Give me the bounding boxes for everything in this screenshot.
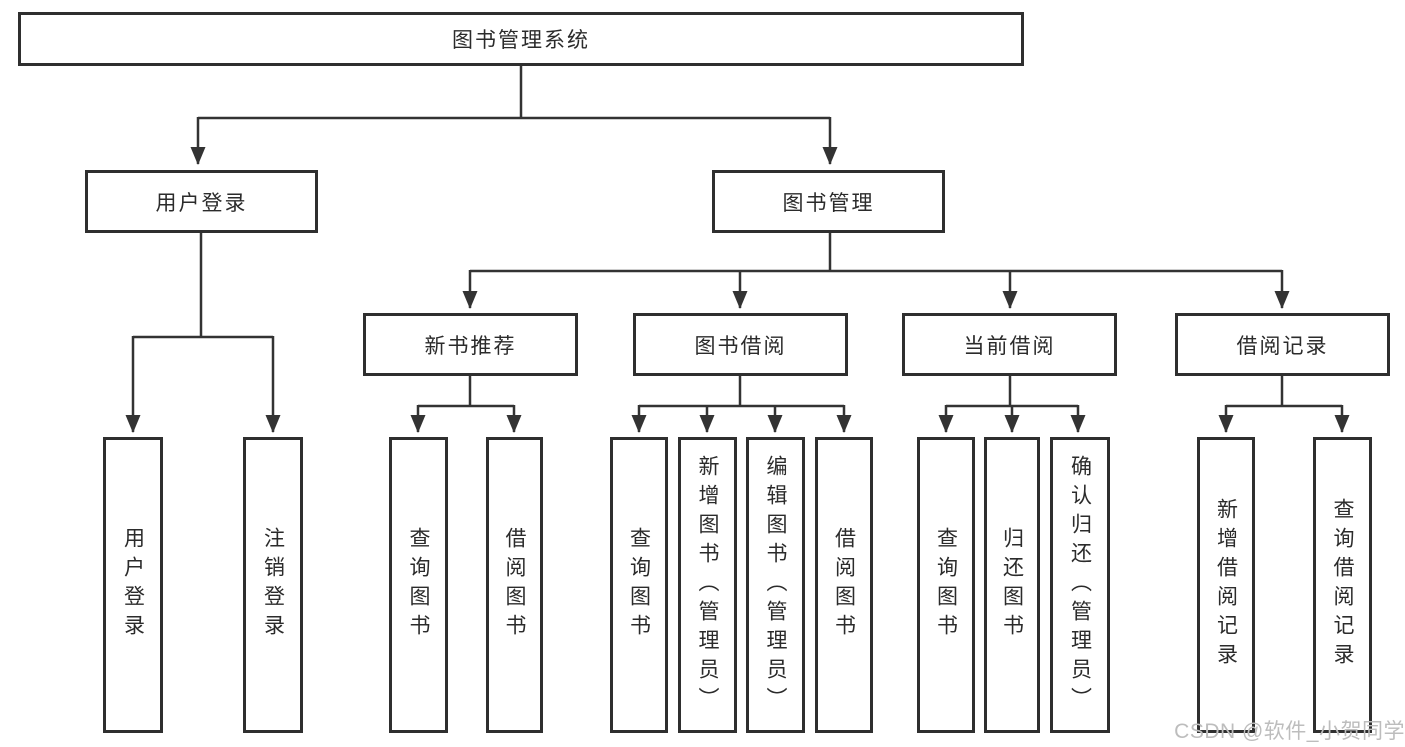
node-borrow-records: 借阅记录 — [1175, 313, 1390, 376]
leaf-logout-login-label: 注销登录 — [261, 527, 285, 643]
node-book-management: 图书管理 — [712, 170, 945, 233]
node-book-borrow: 图书借阅 — [633, 313, 848, 376]
leaf-logout-login: 注销登录 — [243, 437, 303, 733]
node-current-borrow: 当前借阅 — [902, 313, 1117, 376]
node-root: 图书管理系统 — [18, 12, 1024, 66]
leaf-cb-query-books: 查询图书 — [917, 437, 975, 733]
node-new-book-recommend: 新书推荐 — [363, 313, 578, 376]
leaf-br-query-record-label: 查询借阅记录 — [1331, 498, 1354, 672]
leaf-bb-add-book-admin-label: 新增图书（管理员） — [696, 454, 719, 716]
leaf-bb-query-books-label: 查询图书 — [627, 527, 651, 643]
node-user-login: 用户登录 — [85, 170, 318, 233]
leaf-user-login-label: 用户登录 — [121, 527, 145, 643]
leaf-br-query-record: 查询借阅记录 — [1313, 437, 1372, 733]
leaf-nb-query-books: 查询图书 — [389, 437, 448, 733]
leaf-br-add-record: 新增借阅记录 — [1197, 437, 1255, 733]
leaf-br-add-record-label: 新增借阅记录 — [1214, 498, 1238, 672]
leaf-cb-confirm-return-admin-label: 确认归还（管理员） — [1068, 454, 1092, 716]
leaf-bb-borrow-books-label: 借阅图书 — [832, 527, 856, 643]
leaf-user-login: 用户登录 — [103, 437, 163, 733]
leaf-bb-add-book-admin: 新增图书（管理员） — [678, 437, 737, 733]
leaf-bb-edit-book-admin-label: 编辑图书（管理员） — [764, 454, 787, 716]
leaf-nb-query-books-label: 查询图书 — [407, 527, 430, 643]
watermark: CSDN @软件_小贺同学 — [1174, 720, 1405, 743]
leaf-nb-borrow-books: 借阅图书 — [486, 437, 543, 733]
leaf-bb-edit-book-admin: 编辑图书（管理员） — [746, 437, 805, 733]
leaf-cb-confirm-return-admin: 确认归还（管理员） — [1050, 437, 1110, 733]
leaf-cb-return-books: 归还图书 — [984, 437, 1040, 733]
leaf-cb-return-books-label: 归还图书 — [1000, 527, 1024, 643]
leaf-bb-borrow-books: 借阅图书 — [815, 437, 873, 733]
leaf-nb-borrow-books-label: 借阅图书 — [503, 527, 526, 643]
leaf-bb-query-books: 查询图书 — [610, 437, 668, 733]
leaf-cb-query-books-label: 查询图书 — [934, 527, 958, 643]
